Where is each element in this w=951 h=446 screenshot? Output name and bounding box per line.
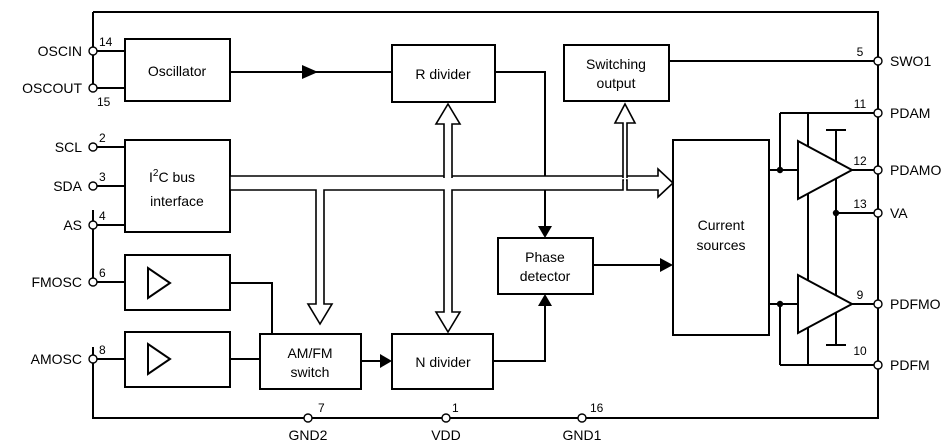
pin-oscin-name: OSCIN [38, 43, 82, 59]
pin-sda-num: 3 [99, 170, 106, 184]
pin-amosc: AMOSC 8 [31, 343, 125, 367]
am-amplifier-block [124, 331, 231, 388]
ndiv-to-pd-arrow [538, 294, 552, 306]
pin-pdfm: PDFM 10 [853, 344, 929, 373]
pin-scl: SCL 2 [55, 131, 125, 155]
pin-pdfm-name: PDFM [890, 357, 930, 373]
pin-pdam: PDAM 11 [854, 97, 931, 121]
pin-gnd2-name: GND2 [289, 427, 328, 443]
va-junction [832, 209, 840, 217]
i2c-label-1: I2C bus [149, 168, 195, 185]
pin-gnd1: 16 GND1 [563, 401, 604, 443]
pin-va-num: 13 [853, 197, 867, 211]
pin-as-name: AS [63, 217, 82, 233]
fm-to-switch-wire [230, 282, 273, 334]
pd-rail [807, 112, 878, 366]
pin-gnd1-num: 16 [590, 401, 604, 415]
pin-scl-num: 2 [99, 131, 106, 145]
r-divider-block: R divider [391, 44, 496, 103]
pin-swo1-num: 5 [857, 45, 864, 59]
switch-to-ndiv-arrow [380, 354, 392, 368]
pin-gnd2-num: 7 [318, 401, 325, 415]
n-divider-label: N divider [415, 354, 471, 370]
am-buffer-icon [147, 342, 172, 376]
switching-output-label-2: output [597, 75, 636, 91]
current-sources-block: Current sources [672, 139, 770, 336]
i2c-interface-block: I2C bus interface [124, 139, 231, 233]
pin-va: VA 13 [853, 197, 908, 221]
bus-seam-2 [624, 177, 626, 191]
r-divider-label: R divider [415, 66, 471, 82]
fm-amplifier-block [124, 254, 231, 311]
current-sources-label-1: Current [698, 217, 745, 233]
pin-fmosc-name: FMOSC [31, 274, 82, 290]
rdiv-to-pd-wire [495, 71, 546, 226]
pin-oscout-name: OSCOUT [22, 80, 82, 96]
pin-sda-name: SDA [53, 178, 82, 194]
bus-to-swo [613, 102, 637, 178]
i2c-label-2: interface [150, 193, 204, 209]
pin-fmosc: FMOSC 6 [31, 266, 125, 290]
switching-output-label-1: Switching [586, 56, 646, 72]
pin-amosc-name: AMOSC [31, 351, 82, 367]
osc-to-rdiv-arrow [302, 65, 318, 79]
amfm-switch-label-1: AM/FM [287, 345, 332, 361]
pin-gnd2: 7 GND2 [289, 401, 328, 443]
phase-detector-label-1: Phase [525, 249, 565, 265]
switching-output-block: Switching output [563, 44, 670, 102]
bus-seam-1 [445, 177, 451, 191]
pin-fmosc-num: 6 [99, 266, 106, 280]
oscillator-block: Oscillator [124, 38, 231, 102]
pin-swo1-name: SWO1 [890, 53, 931, 69]
pin-pdamo-name: PDAMO [890, 162, 941, 178]
pin-as: AS 4 [63, 209, 125, 233]
pin-oscin-num: 14 [99, 35, 113, 49]
amfm-switch-block: AM/FM switch [259, 333, 362, 390]
pd-to-cs-arrow [660, 258, 673, 272]
pin-swo1: SWO1 5 [857, 45, 932, 69]
bus-to-rdiv [434, 102, 462, 178]
pin-oscin: OSCIN 14 [38, 35, 125, 59]
pin-pdam-name: PDAM [890, 105, 930, 121]
pin-vdd: 1 VDD [431, 401, 461, 443]
n-divider-block: N divider [391, 333, 494, 390]
pin-vdd-num: 1 [452, 401, 459, 415]
pin-oscout: OSCOUT 15 [22, 80, 125, 109]
fm-buffer-icon [147, 266, 172, 300]
pin-pdamo-num: 12 [853, 154, 867, 168]
pin-pdamo: PDAMO 12 [853, 154, 941, 178]
control-bus [229, 167, 675, 334]
pin-pdfmo-name: PDFMO [890, 296, 941, 312]
pin-gnd1-name: GND1 [563, 427, 602, 443]
am-output-amplifier-icon [797, 139, 855, 201]
phase-detector-label-2: detector [520, 268, 571, 284]
pin-pdfmo-num: 9 [857, 288, 864, 302]
oscillator-label: Oscillator [148, 63, 207, 79]
pin-pdam-num: 11 [854, 97, 867, 111]
pin-sda: SDA 3 [53, 170, 125, 194]
pin-scl-name: SCL [55, 139, 82, 155]
pin-oscout-num: 15 [97, 95, 111, 109]
fm-output-amplifier-icon [797, 273, 855, 335]
amfm-switch-label-2: switch [291, 364, 330, 380]
current-sources-label-2: sources [696, 237, 745, 253]
ndiv-to-pd-wire [493, 306, 546, 362]
pin-pdfmo: PDFMO 9 [857, 288, 941, 312]
pin-vdd-name: VDD [431, 427, 461, 443]
pin-as-num: 4 [99, 209, 106, 223]
pin-va-name: VA [890, 205, 908, 221]
rdiv-to-pd-arrow [538, 226, 552, 238]
pin-pdfm-num: 10 [853, 344, 867, 358]
phase-detector-block: Phase detector [497, 237, 594, 295]
pin-amosc-num: 8 [99, 343, 106, 357]
